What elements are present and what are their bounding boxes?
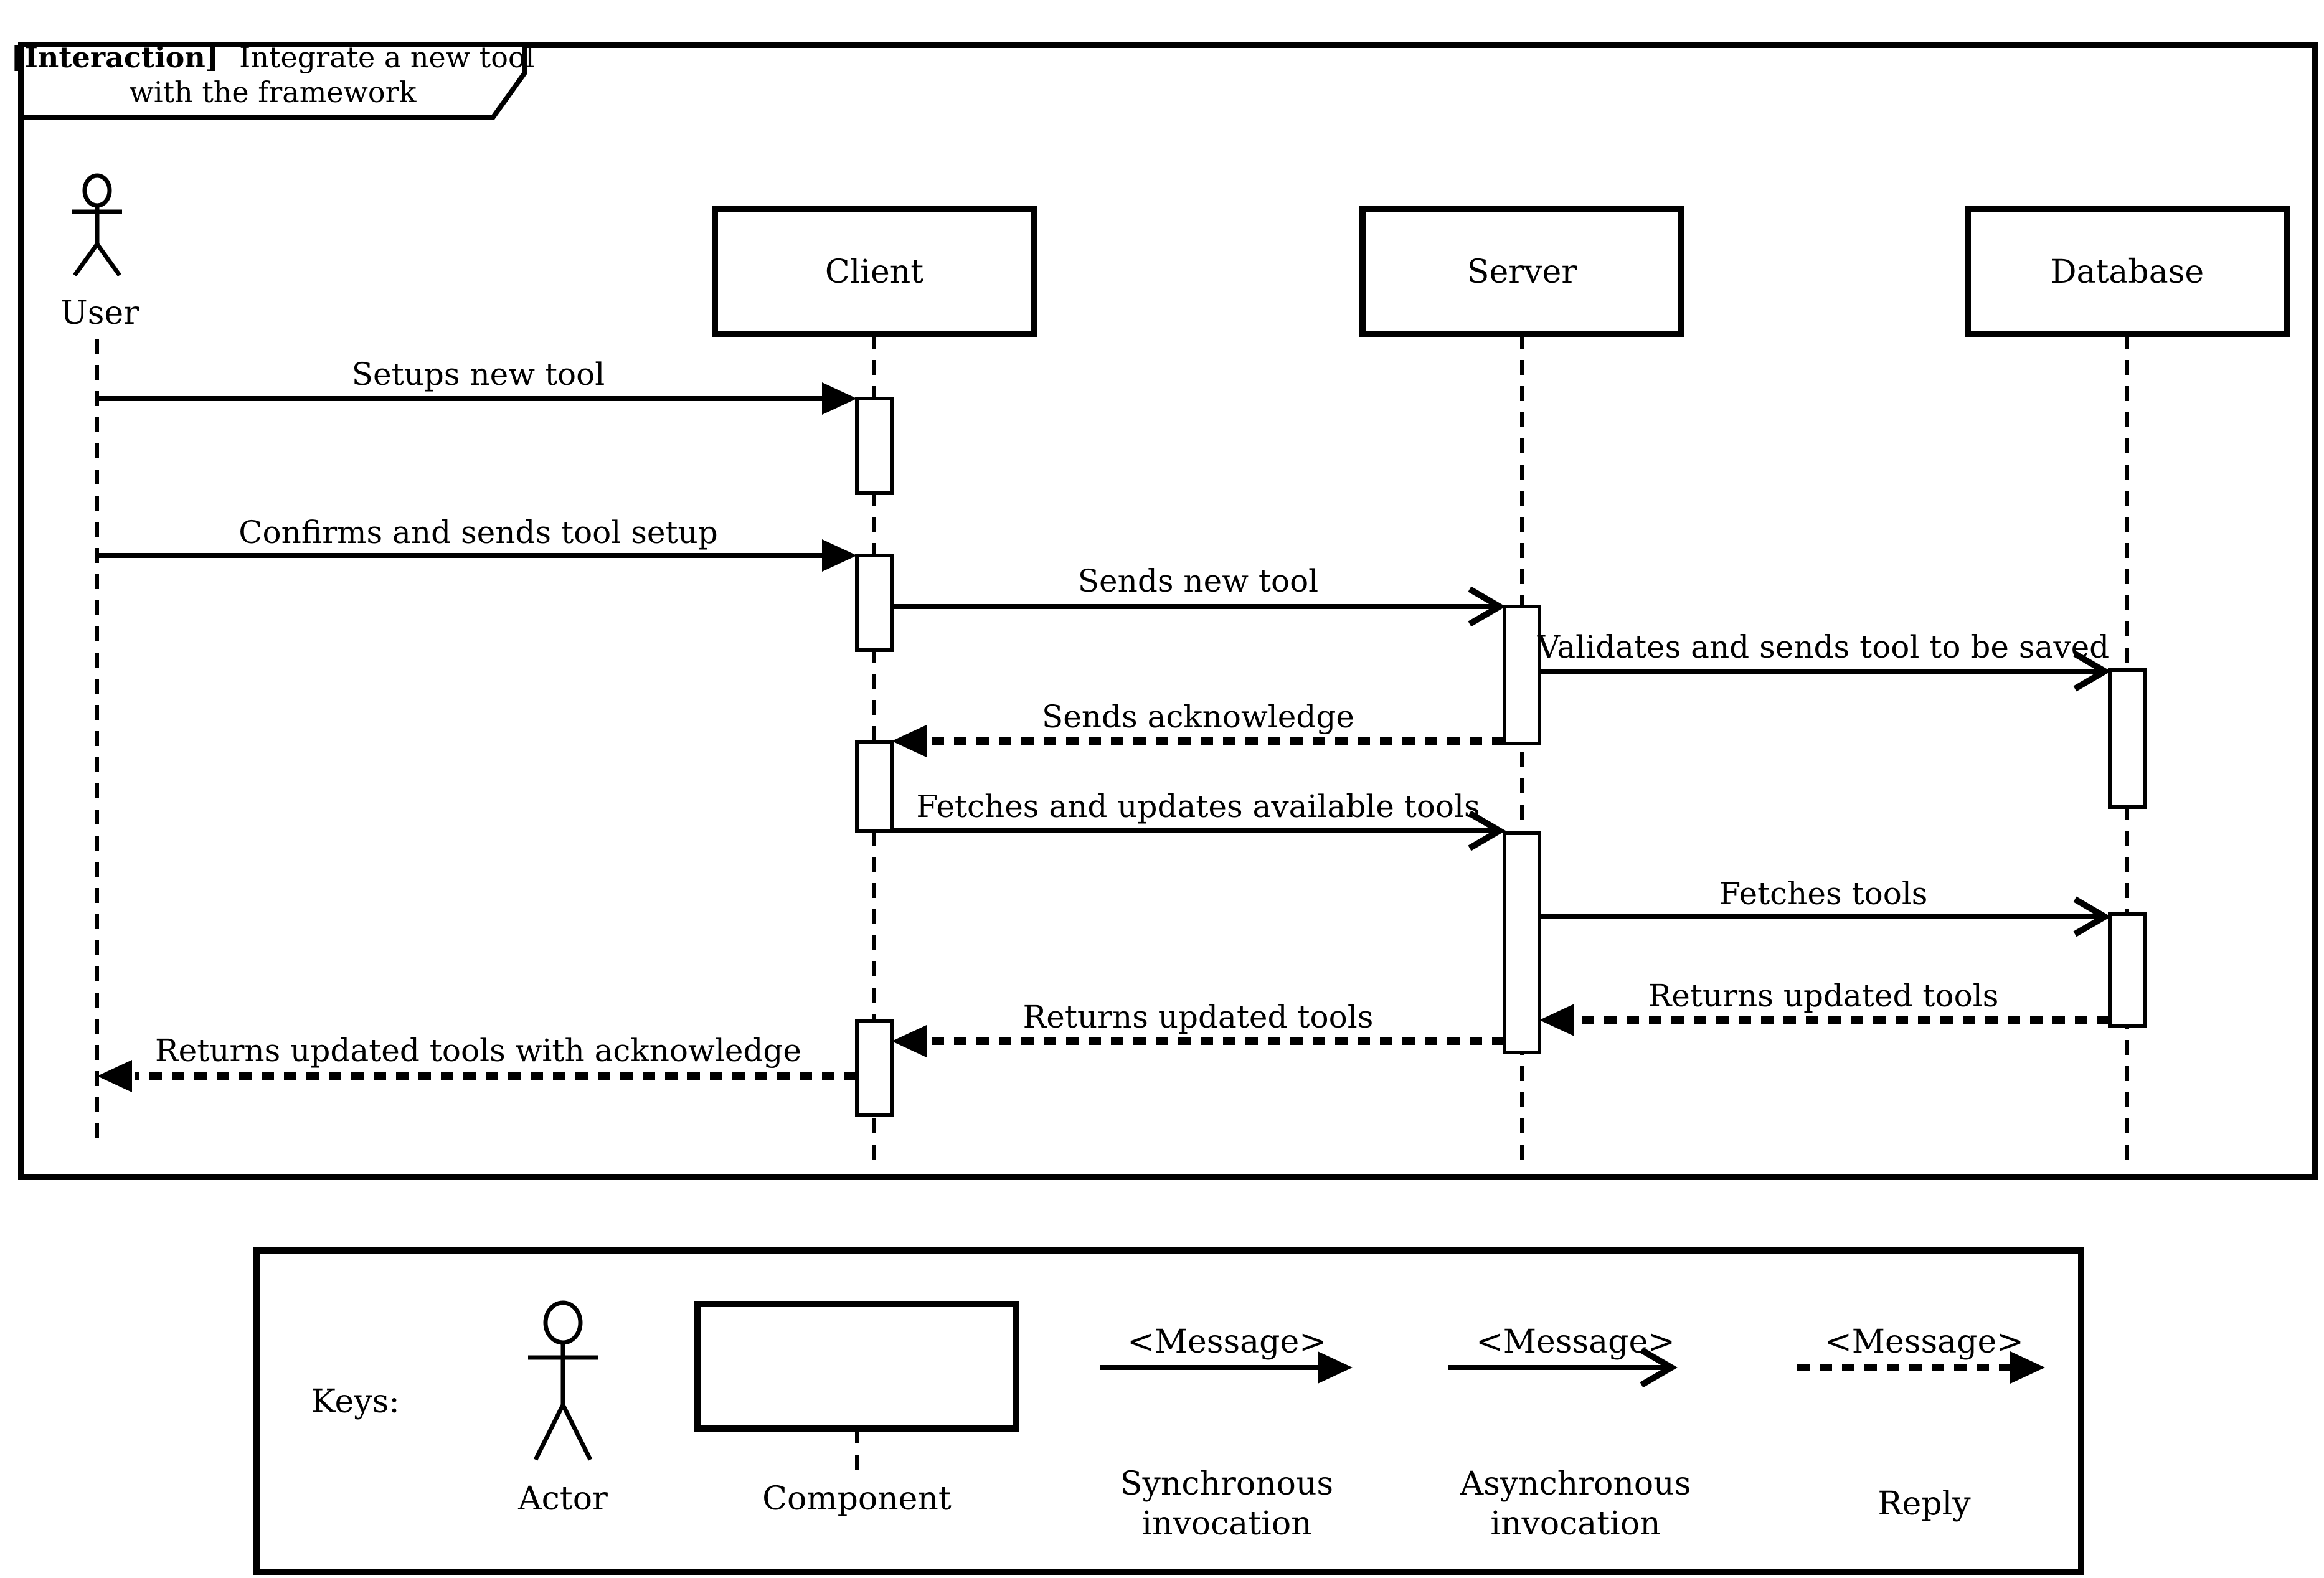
reply-arrowhead-icon xyxy=(892,725,927,757)
message-confirms-and-sends-tool-setup: Confirms and sends tool setup xyxy=(97,514,857,572)
legend-synchronous-sample: <Message> Synchronous invocation xyxy=(1100,1323,1353,1543)
legend-component-icon xyxy=(694,1301,1019,1472)
frame-title-line2: with the framework xyxy=(130,75,417,109)
legend-actor-icon xyxy=(528,1300,598,1461)
message-fetches-tools: Fetches tools xyxy=(1539,876,2111,937)
message-label: Returns updated tools xyxy=(1648,978,1999,1014)
actor-left-leg xyxy=(533,1404,565,1461)
activation-bars xyxy=(855,397,2147,1117)
legend-sync-caption-line1: Synchronous xyxy=(1120,1465,1333,1503)
async-arrowhead-icon xyxy=(2073,896,2111,937)
message-label: Validates and sends tool to be saved xyxy=(1537,629,2109,665)
lifeline-client-label: Client xyxy=(825,253,923,291)
message-sends-acknowledge: Sends acknowledge xyxy=(892,699,1504,757)
legend-message-placeholder: <Message> xyxy=(1476,1323,1675,1361)
actor-head xyxy=(82,173,112,208)
sync-arrowhead-icon xyxy=(822,539,857,572)
message-returns-updated-tools-with-acknowledge: Returns updated tools with acknowledge xyxy=(97,1032,857,1092)
message-label: Returns updated tools with acknowledge xyxy=(155,1032,801,1069)
lifeline-database: Database xyxy=(1965,206,2290,1163)
legend-reply-caption: Reply xyxy=(1878,1485,1971,1523)
legend: Keys: Actor Component <Message> Synchron… xyxy=(253,1247,2084,1575)
message-label: Sends acknowledge xyxy=(1042,699,1354,735)
component-box xyxy=(694,1301,1019,1432)
lifeline-server-box xyxy=(1359,206,1684,337)
actor-head xyxy=(543,1300,583,1345)
actor-right-leg xyxy=(95,242,121,277)
message-label: Confirms and sends tool setup xyxy=(239,514,717,550)
actor-right-leg xyxy=(560,1404,593,1461)
frame-title-tab xyxy=(19,42,527,120)
lifeline-server-label: Server xyxy=(1467,253,1577,291)
legend-actor-label: Actor xyxy=(517,1480,608,1518)
legend-message-placeholder: <Message> xyxy=(1127,1323,1326,1361)
activation-client-4 xyxy=(855,1019,894,1117)
activation-client-2 xyxy=(855,554,894,652)
actor-user-icon xyxy=(72,173,122,277)
message-label: Fetches and updates available tools xyxy=(916,788,1480,824)
async-arrowhead-icon xyxy=(2073,651,2111,692)
message-label: Returns updated tools xyxy=(1023,999,1374,1035)
frame-title-line1: [Interaction] Integrate a new tool xyxy=(11,40,535,74)
lifeline-user: User xyxy=(60,173,139,1148)
reply-arrowhead-icon xyxy=(97,1060,132,1092)
frame-title-rest: Integrate a new tool xyxy=(239,40,534,74)
activation-database-2 xyxy=(2108,912,2147,1028)
legend-border xyxy=(253,1247,2084,1575)
message-sends-new-tool: Sends new tool xyxy=(892,563,1506,627)
message-returns-updated-tools-to-server: Returns updated tools xyxy=(1539,978,2110,1036)
lifeline-user-label: User xyxy=(60,295,139,332)
async-arrowhead-icon xyxy=(1640,1347,1678,1388)
legend-component-label: Component xyxy=(762,1480,952,1518)
legend-sync-caption-line2: invocation xyxy=(1141,1505,1311,1543)
legend-message-placeholder: <Message> xyxy=(1825,1323,2024,1361)
frame-title-keyword: [Interaction] xyxy=(11,40,219,74)
sync-arrowhead-icon xyxy=(1318,1351,1353,1384)
sync-arrowhead-icon xyxy=(822,382,857,415)
reply-arrowhead-icon xyxy=(2010,1351,2045,1384)
message-label: Fetches tools xyxy=(1719,876,1928,912)
actor-left-leg xyxy=(73,242,99,277)
message-setups-new-tool: Setups new tool xyxy=(97,356,857,415)
activation-client-3 xyxy=(855,740,894,833)
message-label: Sends new tool xyxy=(1078,563,1318,599)
activation-server-1 xyxy=(1503,605,1541,745)
legend-title: Keys: xyxy=(311,1383,400,1420)
activation-database-1 xyxy=(2108,668,2147,809)
activation-client-1 xyxy=(855,397,894,495)
main-frame: [Interaction] Integrate a new tool with … xyxy=(11,40,2318,1180)
async-arrowhead-icon xyxy=(1468,586,1506,627)
message-label: Setups new tool xyxy=(352,356,605,392)
reply-arrowhead-icon xyxy=(1539,1004,1574,1036)
async-arrowhead-icon xyxy=(1468,810,1506,851)
lifeline-server: Server xyxy=(1359,206,1684,1163)
lifeline-client-box xyxy=(712,206,1037,337)
lifeline-database-label: Database xyxy=(2051,253,2204,291)
lifeline-database-box xyxy=(1965,206,2290,337)
legend-asynchronous-sample: <Message> Asynchronous invocation xyxy=(1448,1323,1691,1543)
legend-reply-sample: <Message> Reply xyxy=(1797,1323,2045,1523)
frame-border xyxy=(18,42,2318,1180)
legend-async-caption-line2: invocation xyxy=(1490,1505,1660,1543)
message-fetches-and-updates-available-tools: Fetches and updates available tools xyxy=(892,788,1506,851)
message-validates-and-sends-tool-to-be-saved: Validates and sends tool to be saved xyxy=(1537,629,2111,692)
activation-server-2 xyxy=(1503,831,1541,1054)
legend-async-caption-line1: Asynchronous xyxy=(1460,1465,1691,1503)
reply-arrowhead-icon xyxy=(892,1025,927,1057)
message-returns-updated-tools-to-client: Returns updated tools xyxy=(892,999,1504,1057)
